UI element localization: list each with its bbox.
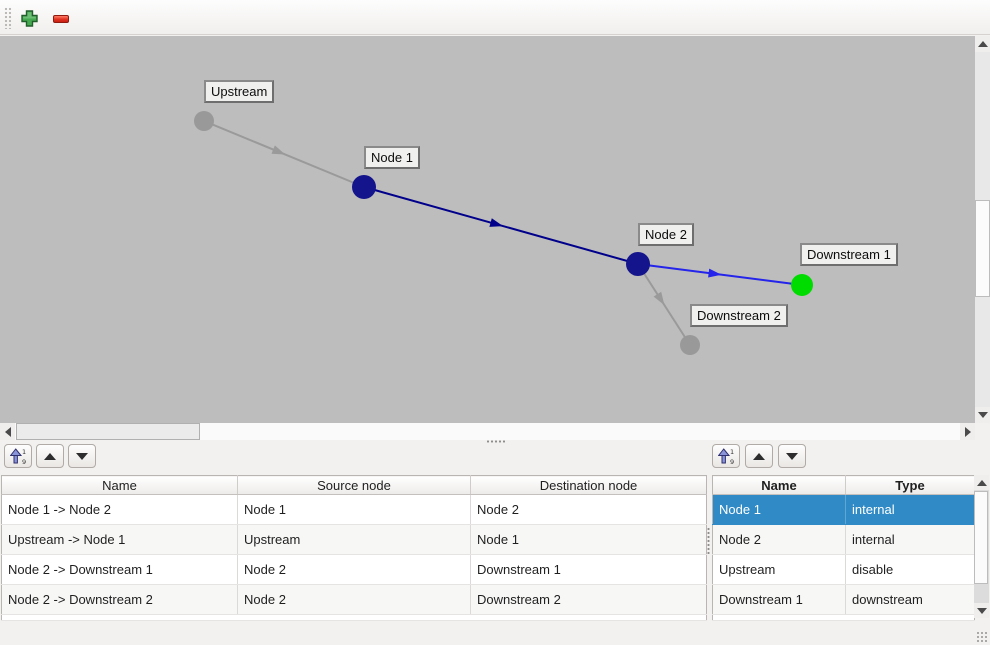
sort-ascending-icon: 1 9: [717, 448, 734, 465]
horizontal-scrollbar-thumb[interactable]: [16, 423, 200, 440]
edge-arrow-icon: [653, 291, 665, 306]
scroll-right-button[interactable]: [960, 423, 975, 440]
table-cell: downstream: [845, 584, 975, 615]
canvas-vertical-scrollbar[interactable]: [975, 36, 990, 423]
empty-row: [712, 614, 975, 621]
edges-move-up-button[interactable]: [36, 444, 64, 468]
column-header[interactable]: Source node: [237, 475, 471, 495]
graph-node[interactable]: [352, 175, 376, 199]
nodes-table-scrollbar[interactable]: [974, 475, 989, 618]
empty-row: [1, 614, 707, 621]
table-cell: Node 2 -> Downstream 1: [1, 554, 238, 585]
remove-icon[interactable]: [53, 15, 69, 23]
table-cell: Node 1: [470, 524, 707, 555]
toolbar-grip-handle[interactable]: [4, 7, 12, 29]
add-icon[interactable]: [21, 10, 38, 27]
arrow-up-icon: [977, 41, 988, 47]
scroll-down-button[interactable]: [974, 603, 989, 618]
arrow-down-icon: [976, 607, 987, 614]
table-cell: Node 2: [237, 554, 471, 585]
edge-arrow-icon: [271, 145, 286, 155]
column-header[interactable]: Name: [712, 475, 846, 495]
arrow-left-icon: [4, 426, 11, 437]
scroll-up-button[interactable]: [975, 36, 990, 52]
scroll-up-button[interactable]: [974, 475, 989, 490]
sort-ascending-icon: 1 9: [9, 448, 26, 465]
column-header[interactable]: Destination node: [470, 475, 707, 495]
nodes-sort-button[interactable]: 1 9: [712, 444, 740, 468]
move-up-icon: [44, 452, 56, 460]
main-toolbar: [0, 0, 990, 35]
table-cell: Node 2: [237, 584, 471, 615]
column-header[interactable]: Name: [1, 475, 238, 495]
window-resize-grip[interactable]: [976, 631, 988, 643]
nodes-move-up-button[interactable]: [745, 444, 773, 468]
table-cell: internal: [845, 524, 975, 555]
scrollbar-corner: [975, 423, 990, 440]
node-label[interactable]: Downstream 2: [690, 304, 788, 327]
graph-node[interactable]: [791, 274, 813, 296]
svg-text:1: 1: [730, 448, 734, 456]
canvas-horizontal-scrollbar[interactable]: [0, 423, 975, 440]
scroll-left-button[interactable]: [0, 423, 15, 440]
table-cell: Downstream 2: [470, 584, 707, 615]
edges-move-down-button[interactable]: [68, 444, 96, 468]
nodes-move-down-button[interactable]: [778, 444, 806, 468]
scroll-down-button[interactable]: [975, 407, 990, 423]
graph-drawing: [194, 111, 813, 355]
table-cell: Upstream: [237, 524, 471, 555]
arrow-right-icon: [964, 426, 971, 437]
move-up-icon: [753, 452, 765, 460]
table-cell: Downstream 1: [470, 554, 707, 585]
table-cell: disable: [845, 554, 975, 585]
table-cell: Downstream 1: [712, 584, 846, 615]
vertical-scrollbar-thumb[interactable]: [975, 200, 990, 297]
svg-text:9: 9: [22, 458, 26, 465]
table-cell: Node 2: [470, 494, 707, 525]
edges-sort-button[interactable]: 1 9: [4, 444, 32, 468]
graph-node[interactable]: [680, 335, 700, 355]
svg-text:9: 9: [730, 458, 734, 465]
vertical-scrollbar-thumb[interactable]: [974, 491, 988, 584]
node-label[interactable]: Upstream: [204, 80, 275, 103]
table-cell: Node 1: [237, 494, 471, 525]
edge-arrow-icon: [489, 218, 504, 227]
column-header[interactable]: Type: [845, 475, 975, 495]
arrow-up-icon: [976, 479, 987, 486]
table-cell: Upstream: [712, 554, 846, 585]
table-cell: Node 1 -> Node 2: [1, 494, 238, 525]
node-label[interactable]: Downstream 1: [800, 243, 898, 266]
graph-node[interactable]: [194, 111, 214, 131]
edge-arrow-icon: [708, 268, 722, 278]
table-cell: internal: [845, 494, 975, 525]
move-down-icon: [786, 452, 798, 460]
svg-text:1: 1: [22, 448, 26, 456]
vertical-splitter-handle[interactable]: [707, 527, 710, 555]
table-cell: Upstream -> Node 1: [1, 524, 238, 555]
table-cell: Node 2 -> Downstream 2: [1, 584, 238, 615]
node-label[interactable]: Node 1: [364, 146, 420, 169]
table-cell: Node 1: [712, 494, 846, 525]
graph-node[interactable]: [626, 252, 650, 276]
horizontal-splitter-handle[interactable]: [486, 440, 506, 443]
node-label[interactable]: Node 2: [638, 223, 694, 246]
table-cell: Node 2: [712, 524, 846, 555]
move-down-icon: [76, 452, 88, 460]
arrow-down-icon: [977, 412, 988, 418]
